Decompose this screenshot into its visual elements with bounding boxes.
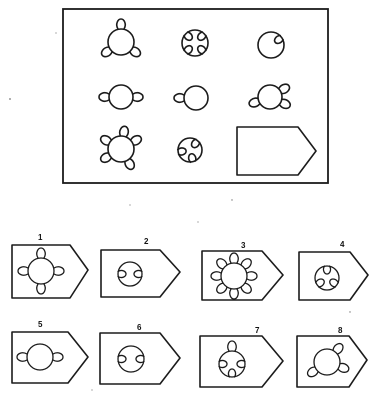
option-label-6: 6 <box>137 323 142 332</box>
option-label-4: 4 <box>340 240 345 249</box>
option-6[interactable]: 6 <box>100 323 180 384</box>
matrix-figure-r3c2 <box>178 138 202 163</box>
option-label-3: 3 <box>241 241 246 250</box>
option-label-1: 1 <box>38 233 43 242</box>
option-8[interactable]: 8 <box>297 326 367 387</box>
option-label-7: 7 <box>255 326 260 335</box>
option-2[interactable]: 2 <box>101 237 180 297</box>
option-5[interactable]: 5 <box>12 320 88 383</box>
option-label-5: 5 <box>38 320 43 329</box>
matrix-figure-r1c1 <box>100 19 143 59</box>
matrix-figure-r2c2 <box>174 86 208 110</box>
option-label-2: 2 <box>144 237 149 246</box>
matrix-figure-r1c2 <box>182 30 208 56</box>
matrix-figure-r2c3 <box>248 82 292 110</box>
scan-noise <box>9 32 351 390</box>
option-label-8: 8 <box>338 326 343 335</box>
matrix-figure-r2c1 <box>99 85 143 109</box>
option-1[interactable]: 1 <box>12 233 88 298</box>
answer-slot <box>237 127 316 175</box>
option-7[interactable]: 7 <box>200 326 283 387</box>
matrix-figure-r3c1 <box>99 126 143 171</box>
option-4[interactable]: 4 <box>299 240 368 300</box>
matrix-figure-r1c3 <box>258 32 284 58</box>
option-3[interactable]: 3 <box>202 241 283 300</box>
